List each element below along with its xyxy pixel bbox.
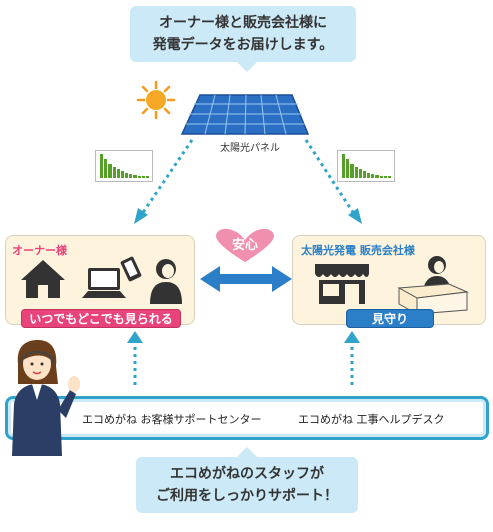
company-card: 太陽光発電 販売会社様 見守り	[292, 235, 486, 328]
mini-chart-bar	[137, 175, 141, 178]
mini-chart-bar	[129, 173, 133, 178]
help-desk-label: エコめがね 工事ヘルプデスク	[298, 413, 445, 426]
solar-panel-label: 太陽光パネル	[220, 143, 280, 154]
anshin-label: 安心	[231, 238, 258, 253]
bottom-callout-line1: エコめがねのスタッフが	[170, 466, 324, 482]
right-up-arrow	[344, 331, 360, 389]
left-up-arrow	[127, 331, 143, 389]
mini-chart-bar	[371, 173, 375, 178]
mini-chart-bar	[108, 163, 112, 178]
laptop-icon	[82, 268, 126, 298]
mini-chart-bar	[358, 169, 362, 178]
mini-chart-bar	[354, 166, 358, 178]
solar-panel-icon	[180, 94, 310, 135]
mini-chart-bar	[120, 171, 125, 178]
staff-with-box-icon	[397, 256, 469, 314]
mini-chart-bar	[141, 176, 145, 178]
top-callout-line1: オーナー様と販売会社様に	[159, 15, 327, 31]
support-center-label: エコめがね お客様サポートセンター	[82, 413, 262, 426]
owner-card-title: オーナー様	[12, 244, 67, 257]
mini-chart-bar	[362, 171, 367, 178]
company-card-title: 太陽光発電 販売会社様	[301, 244, 415, 257]
mini-chart-bar	[387, 176, 392, 178]
mini-chart-bar	[116, 169, 120, 178]
mini-chart-bar	[133, 174, 137, 178]
house-icon	[21, 260, 65, 298]
panel-to-cards-arrows	[134, 139, 362, 224]
mini-chart-bar	[104, 159, 108, 178]
support-staff-icon	[12, 340, 80, 456]
bottom-callout-line2: ご利用をしっかりサポート！	[156, 488, 338, 504]
left-mini-chart	[95, 150, 153, 182]
company-card-banner: 見守り	[346, 309, 434, 328]
mini-chart-bar	[379, 175, 383, 178]
mini-chart-bar	[342, 154, 346, 178]
bottom-callout: エコめがねのスタッフが ご利用をしっかりサポート！	[136, 457, 358, 513]
mini-chart-bar	[383, 176, 387, 178]
mini-chart-bar	[350, 163, 354, 178]
right-mini-chart	[337, 150, 395, 182]
mini-chart-bar	[346, 159, 350, 178]
top-callout-tail	[236, 61, 258, 72]
two-way-arrow-icon	[200, 266, 292, 292]
sun-icon	[136, 80, 176, 120]
mini-chart-bar	[125, 172, 129, 178]
smartphone-icon	[120, 256, 142, 282]
top-callout-line2: 発電データをお届けします。	[152, 37, 334, 53]
owner-person-icon	[150, 259, 182, 304]
mini-chart-bar	[367, 172, 371, 178]
heart-icon	[216, 228, 274, 262]
mini-chart-bar	[375, 174, 379, 178]
shop-icon	[315, 264, 369, 304]
mini-chart-bar	[100, 154, 104, 178]
mini-chart-bar	[145, 176, 150, 178]
owner-card-banner: いつでもどこでも見られる	[21, 309, 181, 328]
top-callout: オーナー様と販売会社様に 発電データをお届けします。	[130, 6, 356, 62]
mini-chart-bar	[112, 166, 116, 178]
owner-card: オーナー様 いつでもどこでも見られる	[5, 235, 195, 328]
bottom-callout-tail	[236, 447, 258, 458]
support-bar: エコめがね お客様サポートセンター エコめがね 工事ヘルプデスク	[5, 396, 489, 440]
